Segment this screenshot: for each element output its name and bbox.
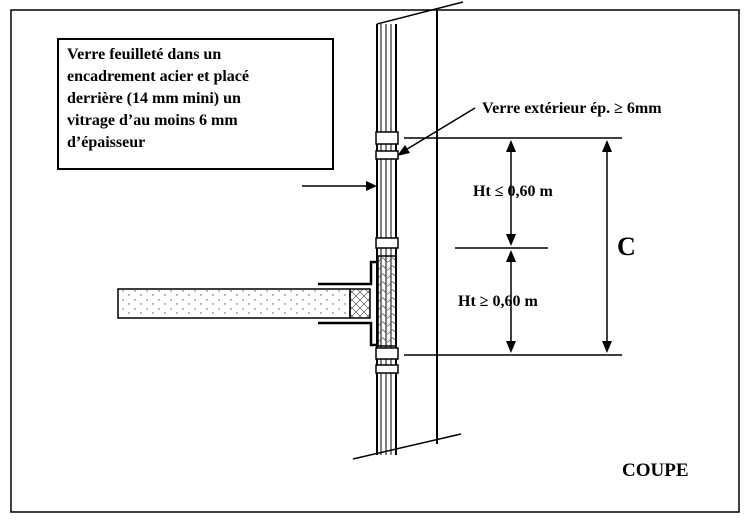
c-dimension-label: C <box>617 232 636 261</box>
glass-joints <box>375 131 399 374</box>
laminated-glass-note: Verre feuilleté dans un encadrement acie… <box>57 38 334 170</box>
upper-height-label: Ht ≤ 0,60 m <box>473 183 554 200</box>
steel-angles <box>318 260 377 347</box>
outer-glass-leader <box>397 107 476 156</box>
wall-break-top <box>376 1 464 25</box>
note-line: derrière (14 mm mini) un <box>67 90 241 107</box>
laminated-glass-pointer <box>302 181 377 191</box>
spandrel-insulation <box>377 255 397 347</box>
outer-glass-label: Verre extérieur ép. ≥ 6mm <box>482 100 662 117</box>
section-title: COUPE <box>622 460 689 481</box>
slab-edge-insulation <box>349 288 371 319</box>
wall-break-bottom <box>352 433 462 460</box>
note-line: encadrement acier et placé <box>67 68 250 85</box>
floor-slab <box>117 288 351 319</box>
note-line: vitrage d’au moins 6 mm <box>67 112 238 129</box>
note-line: Verre feuilleté dans un <box>67 46 222 63</box>
dimension-lines <box>404 137 622 356</box>
outer-frame <box>10 9 740 513</box>
lower-height-label: Ht ≥ 0,60 m <box>458 293 539 310</box>
note-line: d’épaisseur <box>67 134 146 151</box>
